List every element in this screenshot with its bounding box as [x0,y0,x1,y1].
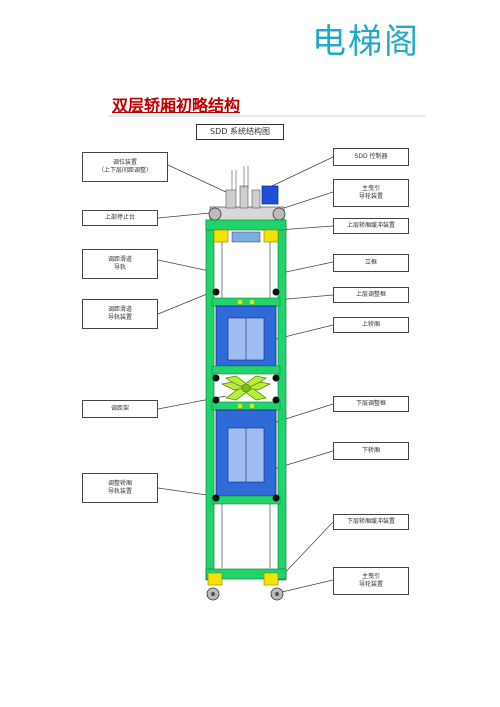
label-upper-deck: 上层调整框 [333,287,409,303]
label-sdd-controller: SDD 控制器 [333,148,409,166]
top-sheave-right [272,207,286,221]
diagram-title: SDD 系统结构图 [196,124,284,140]
guide-rods [221,242,271,568]
buffers [207,229,279,586]
document-title: 双层轿厢初略结构 [112,96,241,115]
guide-rollers [212,288,280,502]
label-car-guide: 调整轿厢 导轨装置 [82,473,158,503]
label-lower-buffer: 下层轿厢缓冲装置 [333,514,409,530]
label-adjust-device: 调位装置 （上下层间距调整） [82,152,168,182]
label-upper-buffer: 上层轿厢缓冲装置 [333,218,409,234]
lower-car [211,401,281,505]
label-lower-car: 下轿厢 [333,442,409,460]
label-car-frame: 立框 [333,254,409,272]
label-upper-station: 上部停止台 [82,210,158,226]
label-guide-rail-1: 调距滑道 导轨 [82,249,158,279]
top-sheave-left [208,207,222,221]
top-machinery [208,166,286,222]
label-lower-deck: 下层调整框 [333,396,409,412]
sdd-motor [261,185,279,205]
label-bottom-sheave: 主曳引 导轮装置 [333,567,409,595]
brand-logo-text: 电梯阁 [312,22,420,62]
adjust-linkage [220,375,272,401]
upper-car [211,297,281,375]
label-adjust-frame: 调距架 [82,400,158,418]
label-guide-rail-2: 调距滑道 导轨装置 [82,299,158,329]
label-main-sheave: 主曳引 导轮装置 [333,179,409,207]
label-upper-car: 上轿厢 [333,317,409,333]
